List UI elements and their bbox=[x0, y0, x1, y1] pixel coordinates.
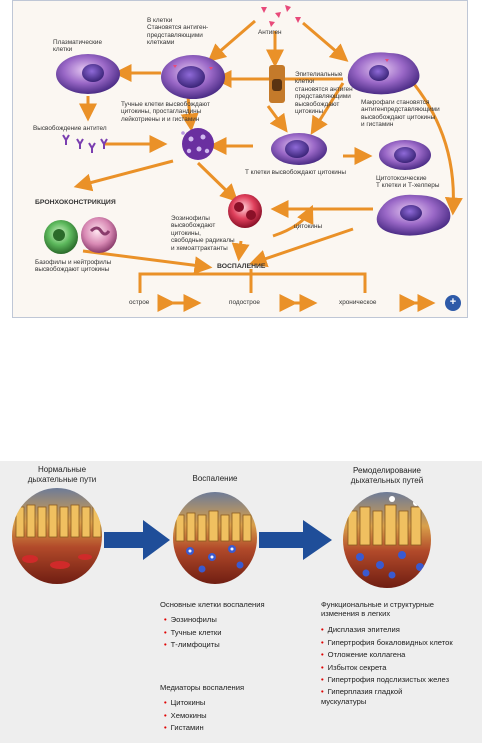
dendritic-cell bbox=[376, 194, 451, 236]
cascade-graphics bbox=[44, 5, 463, 312]
list-item: Избыток секрета bbox=[321, 662, 453, 675]
cascade-arrows bbox=[73, 19, 463, 275]
inflammation-label: ВОСПАЛЕНИЕ bbox=[217, 263, 266, 270]
list-item: Тучные клетки bbox=[164, 627, 222, 640]
eosinophils-label: Эозинофилы высвобождают цитокины, свобод… bbox=[171, 215, 235, 252]
antigen-triangles bbox=[261, 5, 301, 27]
cytokines-label: цитокины bbox=[294, 223, 323, 230]
progression-arrows bbox=[104, 520, 332, 560]
chronic-label: хроническое bbox=[339, 299, 377, 306]
cells-list: Эозинофилы Тучные клетки Т-лимфоциты bbox=[164, 614, 222, 652]
subacute-label: подострое bbox=[229, 299, 260, 306]
list-item: Т-лимфоциты bbox=[164, 639, 221, 652]
cytotoxic-label: Цитотоксические Т клетки и Т-хелперы bbox=[376, 175, 440, 190]
antigen-label: Антиген bbox=[258, 29, 282, 36]
list-item: Дисплазия эпителия bbox=[321, 624, 453, 637]
cytotoxic-t-cell bbox=[379, 140, 431, 170]
list-item: Гистамин bbox=[164, 722, 207, 735]
mast-cells-label: Тучные клетки высвобождают цитокины, про… bbox=[121, 101, 210, 123]
neutrophil bbox=[81, 217, 117, 253]
macrophages-label: Макрофаги становятся антигенпредставляющ… bbox=[361, 99, 440, 129]
list-item: Гиперплазия гладкой мускулатуры bbox=[321, 687, 453, 707]
mast-cell bbox=[181, 128, 214, 160]
b-cells-label: В клетки Становятся антиген- представляю… bbox=[147, 17, 209, 47]
basophils-label: Базофилы и нейтрофилы высвобождают циток… bbox=[35, 259, 112, 274]
remodeling-title: Ремоделирование дыхательных путей bbox=[350, 466, 424, 485]
airway-graphics bbox=[12, 488, 431, 588]
airway-remodeling-diagram: Нормальные дыхательные пути Воспаление Р… bbox=[0, 461, 482, 743]
eosinophil bbox=[228, 194, 262, 228]
inflammation-cascade-diagram: Плазматические клетки В клетки Становятс… bbox=[12, 0, 468, 318]
list-item: Гипертрофия подслизистых желез bbox=[321, 674, 453, 687]
remodeled-airway-image bbox=[343, 492, 431, 588]
list-item: Гипертрофия бокаловидных клеток bbox=[321, 637, 453, 650]
acute-label: острое bbox=[129, 299, 150, 306]
plasma-cells-label: Плазматические клетки bbox=[53, 39, 103, 54]
list-item: Эозинофилы bbox=[164, 614, 221, 627]
basophil bbox=[44, 220, 78, 254]
stages-bracket bbox=[138, 269, 367, 293]
inflamed-airway-image bbox=[173, 492, 257, 584]
plus-sign: + bbox=[449, 296, 457, 308]
bronchoconstriction-label: БРОНХОКОНСТРИКЦИЯ bbox=[35, 199, 116, 206]
b-cell bbox=[161, 55, 225, 99]
plasma-cell bbox=[56, 54, 120, 94]
epithelial-cell bbox=[269, 65, 285, 103]
t-cell bbox=[271, 133, 327, 165]
t-cells-label: Т клетки высвобождают цитокины bbox=[245, 169, 346, 176]
antibodies-label: Высвобождение антител bbox=[33, 125, 107, 132]
add-icon bbox=[445, 295, 461, 311]
list-item: Отложение коллагена bbox=[321, 649, 453, 662]
list-item: Хемокины bbox=[164, 710, 207, 723]
changes-list: Дисплазия эпителия Гипертрофия бокаловид… bbox=[321, 624, 453, 707]
list-item: Цитокины bbox=[164, 697, 207, 710]
inflammation-title: Воспаление bbox=[192, 474, 238, 483]
mediators-header: Медиаторы воспаления bbox=[160, 683, 245, 692]
mediators-list: Цитокины Хемокины Гистамин bbox=[164, 697, 207, 735]
normal-airway-title: Нормальные дыхательные пути bbox=[27, 465, 97, 484]
epithelial-label: Эпителиальные клетки становятся антиген … bbox=[295, 71, 353, 116]
antibodies bbox=[62, 134, 108, 153]
normal-airway-image bbox=[12, 488, 102, 584]
macrophage bbox=[347, 52, 420, 95]
cells-header: Основные клетки воспаления bbox=[160, 600, 265, 609]
changes-header: Функциональные и структурные изменения в… bbox=[321, 600, 435, 619]
